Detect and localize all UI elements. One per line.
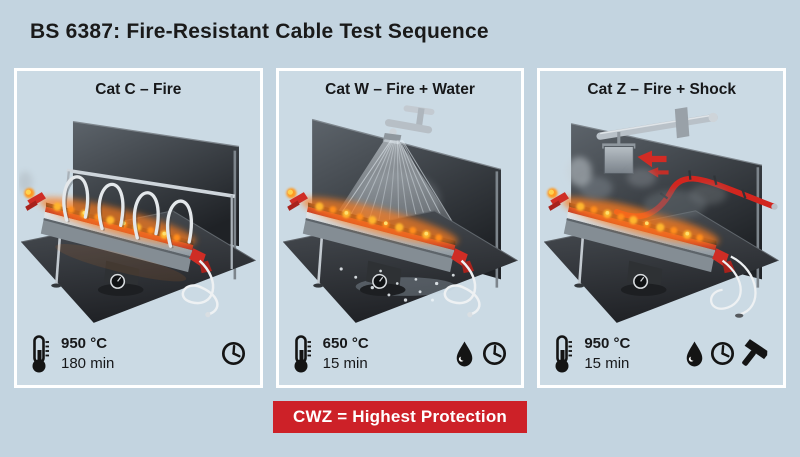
water-drop-icon <box>457 341 473 367</box>
thermometer-icon <box>32 335 49 373</box>
panel-cat-c-title: Cat C – Fire <box>95 81 182 98</box>
fire-water-test-rig-svg <box>282 105 518 323</box>
fire-test-rig-svg <box>19 120 256 323</box>
panel-cat-w-title: Cat W – Fire + Water <box>325 81 475 98</box>
temperature-value: 650 °C <box>322 334 369 352</box>
clock-icon <box>483 342 507 366</box>
temperature-value: 950 °C <box>61 334 108 352</box>
temperature-duration-spec: 950 °C 180 min <box>28 334 114 375</box>
test-condition-icons <box>220 340 247 367</box>
panel-cat-c-specs: 950 °C 180 min <box>17 325 260 391</box>
thermometer-icon <box>555 335 573 373</box>
water-drop-icon <box>686 341 703 367</box>
test-panels-row: Cat C – Fire <box>14 68 787 391</box>
page-title: BS 6387: Fire-Resistant Cable Test Seque… <box>30 20 489 43</box>
panel-cat-z-specs: 950 °C 15 min <box>540 325 783 391</box>
clock-icon <box>710 342 735 366</box>
test-condition-icons <box>454 340 508 368</box>
fire-shock-test-rig-svg <box>544 107 780 323</box>
duration-value: 180 min <box>61 354 115 372</box>
highest-protection-banner: CWZ = Highest Protection <box>272 401 528 433</box>
hammer-icon <box>742 339 768 366</box>
duration-value: 15 min <box>322 354 368 372</box>
fire-shock-test-rig-illustration <box>542 105 781 325</box>
panel-cat-c: Cat C – Fire <box>14 68 263 388</box>
panel-cat-w: Cat W – Fire + Water <box>275 68 525 391</box>
fire-water-test-rig-illustration <box>281 105 520 325</box>
panel-cat-w-specs: 650 °C 15 min <box>279 325 522 391</box>
temperature-duration-spec: 650 °C 15 min <box>290 334 369 375</box>
temperature-value: 950 °C <box>584 334 631 352</box>
panel-cat-z: Cat Z – Fire + Shock <box>537 68 787 391</box>
test-condition-icons <box>684 339 770 369</box>
panel-cat-z-title: Cat Z – Fire + Shock <box>587 81 736 98</box>
duration-value: 15 min <box>584 354 630 372</box>
clock-icon <box>221 342 245 366</box>
thermometer-icon <box>294 335 311 373</box>
temperature-duration-spec: 950 °C 15 min <box>551 334 630 375</box>
fire-test-rig-illustration <box>19 105 258 325</box>
